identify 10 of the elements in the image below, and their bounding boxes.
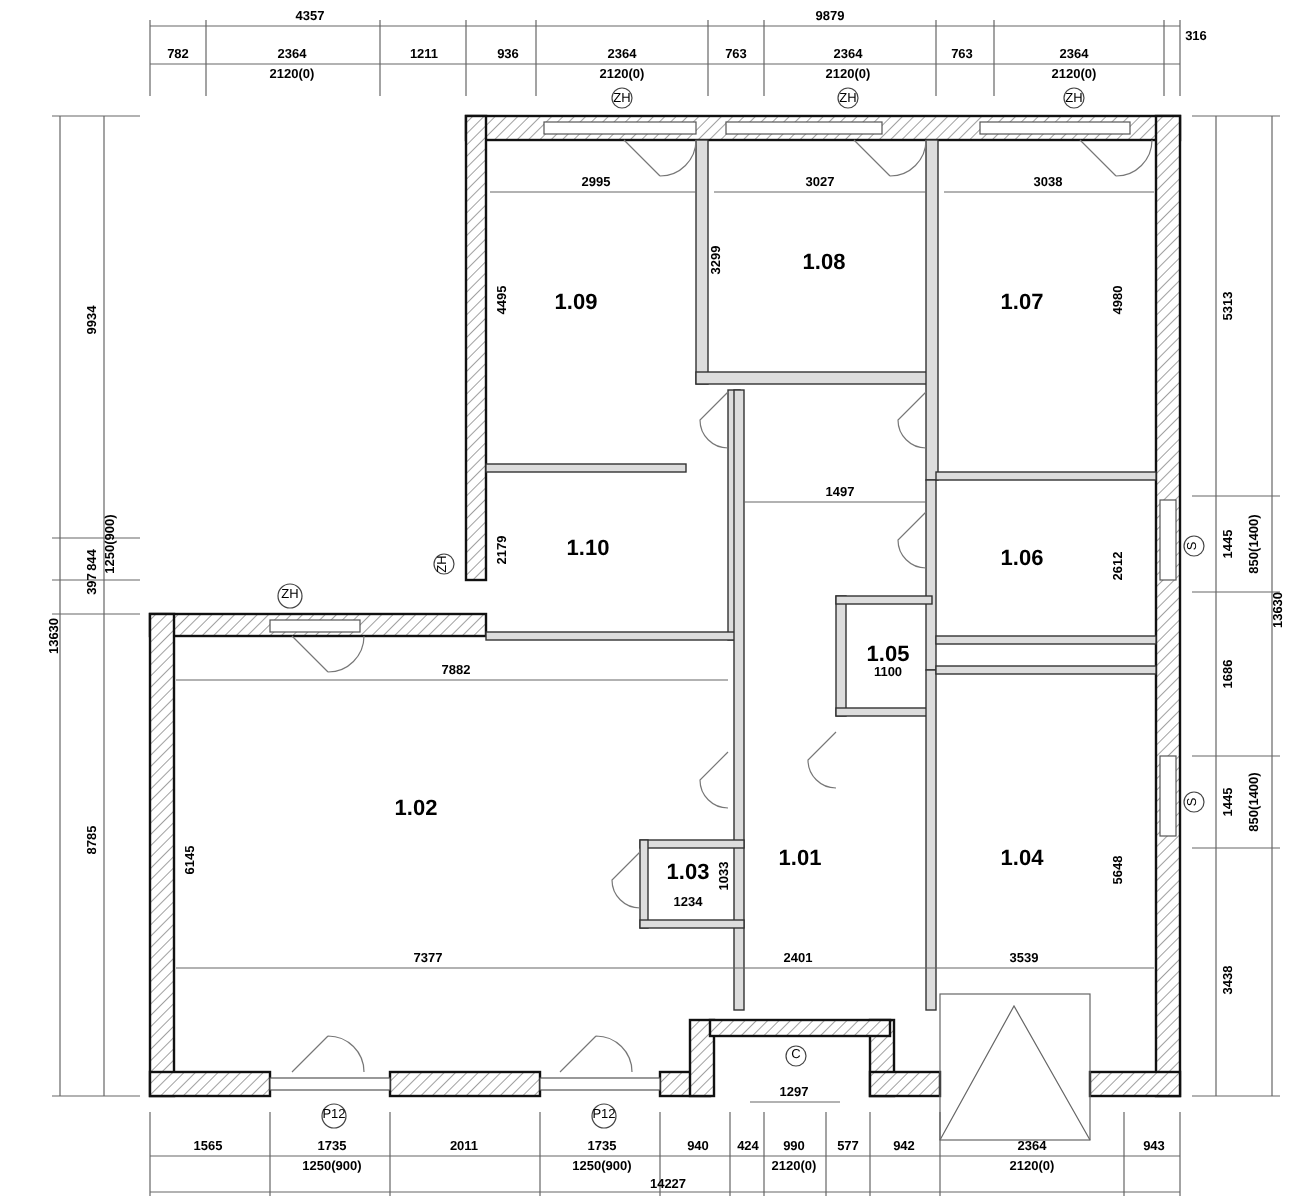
- room-number: 1.04: [1000, 849, 1044, 871]
- room-number: 1.09: [554, 293, 598, 315]
- room-number: 1.06: [1000, 549, 1044, 571]
- room-number: 1.10: [566, 539, 610, 561]
- room-number: 1.07: [1000, 293, 1044, 315]
- room-number: 1.05: [866, 645, 910, 667]
- room-number: 1.08: [802, 253, 846, 275]
- room-number: 1.03: [666, 863, 710, 885]
- room-number: 1.02: [394, 799, 438, 821]
- room-number: 1.01: [778, 849, 822, 871]
